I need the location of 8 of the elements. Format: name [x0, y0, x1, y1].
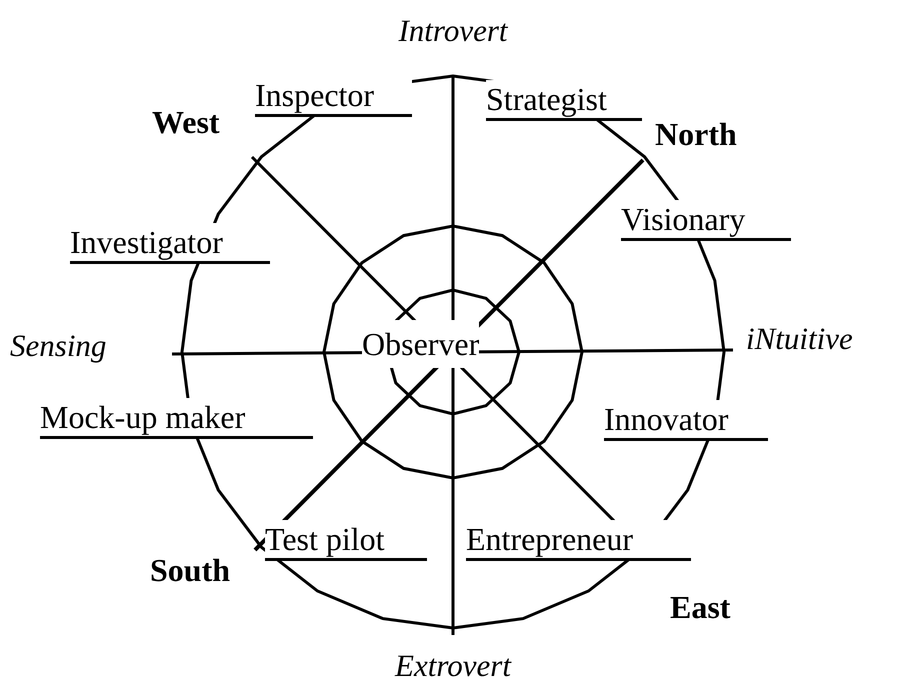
role-label: Test pilot — [265, 520, 427, 561]
role-label: Investigator — [70, 223, 270, 264]
role-label: Innovator — [604, 400, 768, 441]
role-label: Mock-up maker — [40, 398, 313, 439]
role-label: Visionary — [621, 200, 791, 241]
center-label: Observer — [362, 320, 480, 368]
role-label: Strategist — [486, 80, 642, 121]
role-label: Entrepreneur — [466, 520, 691, 561]
